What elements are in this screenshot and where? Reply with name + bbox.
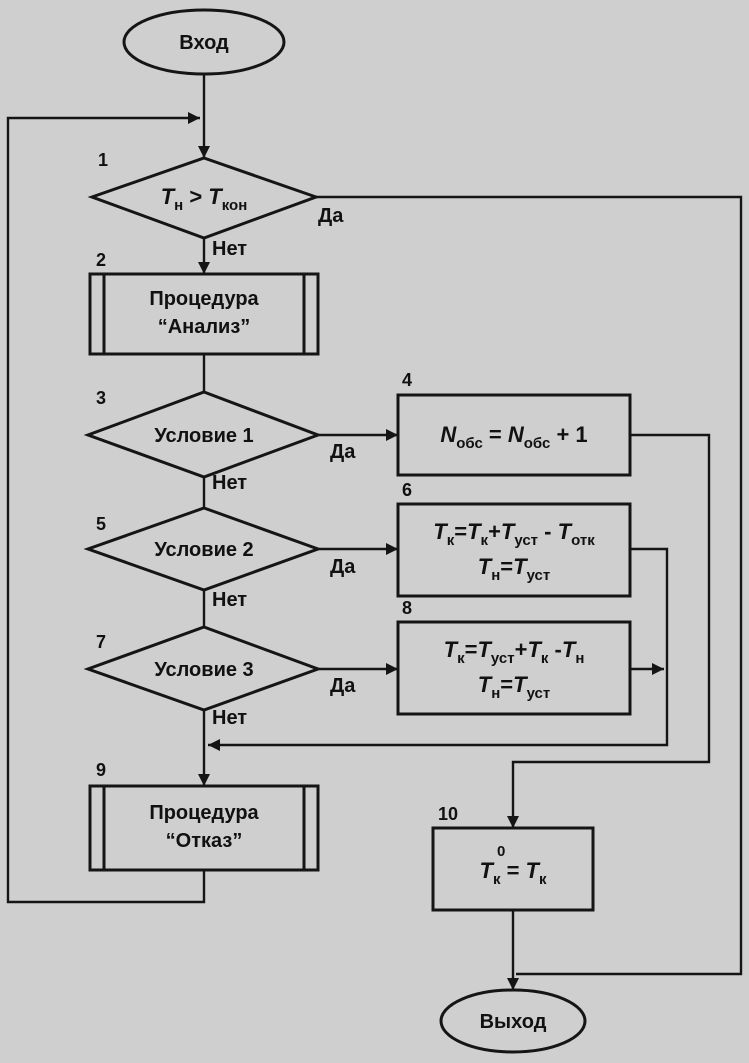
process-6-formula-line-2: Tн=Tуст (478, 554, 551, 584)
procedure-9 (88, 784, 320, 872)
process-8-formula-line-2: Tн=Tуст (478, 672, 551, 702)
process-8-formula-line-1: Tк=Tуст+Tк -Tн (444, 637, 585, 667)
decision-1-condition: Tн > Tкон (161, 184, 248, 214)
no-label-5: Нет (212, 589, 247, 611)
procedure-9-line-1: Процедура (149, 802, 259, 824)
line-loop-back (6, 112, 206, 904)
block-number-8: 8 (402, 598, 412, 618)
no-label-3: Нет (212, 472, 247, 494)
decision-5-label: Условие 2 (154, 539, 253, 561)
yes-label-5: Да (330, 556, 356, 578)
process-4-formula: Nобс = Nобс + 1 (440, 422, 587, 452)
end-label: Выход (480, 1011, 547, 1033)
decision-3 (83, 390, 323, 479)
line-4-to-10 (507, 433, 711, 828)
no-label-7: Нет (212, 707, 247, 729)
yes-label-3: Да (330, 441, 356, 463)
block-number-2: 2 (96, 250, 106, 270)
process-6-formula-line-1: Tк=Tк+Tуст - Tотк (433, 519, 595, 549)
decision-3-label: Условие 1 (154, 425, 253, 447)
start-label: Вход (179, 32, 229, 54)
connectors (6, 74, 743, 990)
block-number-1: 1 (98, 150, 108, 170)
no-label-1: Нет (212, 238, 247, 260)
block-number-4: 4 (402, 370, 412, 390)
procedure-2 (88, 272, 320, 356)
yes-label-1: Да (318, 205, 344, 227)
process-8 (396, 620, 632, 716)
start-terminal (122, 8, 286, 76)
block-number-10: 10 (438, 804, 458, 824)
procedure-2-line-1: Процедура (149, 288, 259, 310)
procedure-2-line-2: “Анализ” (158, 316, 251, 338)
line-6-out (208, 547, 669, 751)
decision-1 (87, 156, 321, 240)
block-number-5: 5 (96, 514, 106, 534)
process-10-formula: Tк = Tк (479, 858, 547, 888)
block-number-7: 7 (96, 632, 106, 652)
block-number-9: 9 (96, 760, 106, 780)
line-1-yes-to-exit (316, 195, 743, 976)
process-4 (396, 393, 632, 477)
end-terminal (439, 988, 587, 1054)
decision-7-label: Условие 3 (154, 659, 253, 681)
process-6 (396, 502, 632, 598)
procedure-9-line-2: “Отказ” (166, 830, 243, 852)
process-10 (431, 826, 595, 912)
yes-label-7: Да (330, 675, 356, 697)
block-number-3: 3 (96, 388, 106, 408)
decision-7 (83, 625, 323, 712)
decision-5 (83, 506, 323, 592)
shapes (83, 8, 632, 1054)
process-10-superscript: 0 (497, 843, 505, 860)
block-number-6: 6 (402, 480, 412, 500)
